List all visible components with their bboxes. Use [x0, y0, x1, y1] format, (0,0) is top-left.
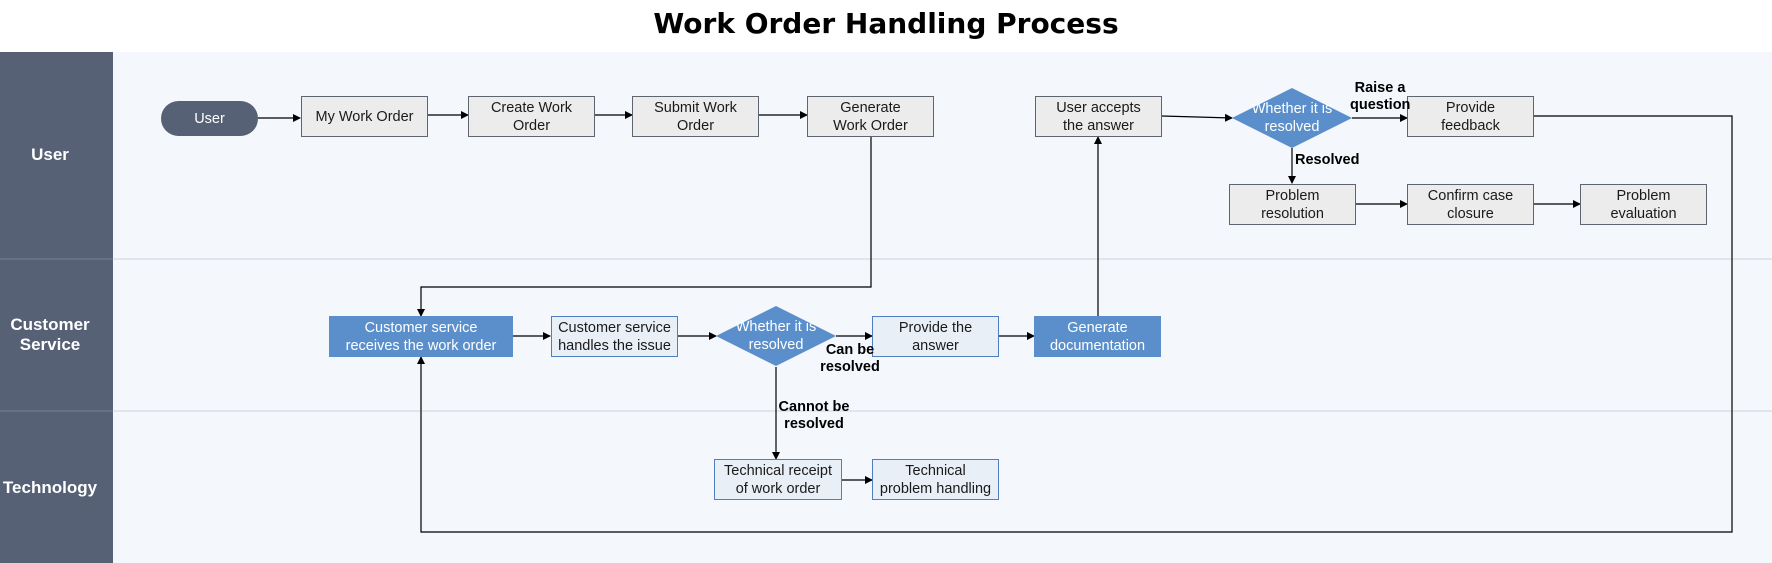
decision-diamond-shape — [1232, 88, 1352, 148]
diagram-title: Work Order Handling Process — [653, 7, 1119, 40]
technical-handling-step[interactable]: Technical problem handling — [872, 459, 999, 500]
generate-work-order-step[interactable]: Generate Work Order — [807, 96, 934, 137]
provide-answer-step[interactable]: Provide the answer — [872, 316, 999, 357]
edge-label-can-be-resolved: Can be resolved — [820, 342, 880, 375]
cs-decision-label: Whether it is resolved — [735, 319, 817, 353]
technical-receipt-step[interactable]: Technical receipt of work order — [714, 459, 842, 500]
submit-work-order-step[interactable]: Submit Work Order — [632, 96, 759, 137]
lane-label-customer-service: Customer Service — [10, 315, 90, 354]
user-start-terminal[interactable]: User — [161, 101, 258, 136]
edge-label-cannot-be-resolved: Cannot be resolved — [778, 399, 850, 432]
lane-header-column — [0, 52, 113, 563]
cs-receives-work-order-step[interactable]: Customer service receives the work order — [329, 316, 513, 357]
cs-handles-issue-step[interactable]: Customer service handles the issue — [551, 316, 678, 357]
edge-feedback-loop-to-cs-receives — [417, 115, 1733, 533]
edge-generate-to-cs-receives — [417, 137, 872, 317]
problem-resolution-step[interactable]: Problem resolution — [1229, 184, 1356, 225]
user-resolved-decision[interactable]: Whether it is resolved — [1232, 88, 1352, 148]
problem-evaluation-step[interactable]: Problem evaluation — [1580, 184, 1707, 225]
user-decision-label: Whether it is resolved — [1251, 101, 1333, 135]
provide-feedback-step[interactable]: Provide feedback — [1407, 96, 1534, 137]
generate-documentation-step[interactable]: Generate documentation — [1034, 316, 1161, 357]
confirm-case-closure-step[interactable]: Confirm case closure — [1407, 184, 1534, 225]
user-accepts-answer-step[interactable]: User accepts the answer — [1035, 96, 1162, 137]
create-work-order-step[interactable]: Create Work Order — [468, 96, 595, 137]
cs-resolved-decision[interactable]: Whether it is resolved — [716, 306, 836, 366]
decision-diamond-shape — [716, 306, 836, 366]
edge-label-resolved: Resolved — [1295, 152, 1360, 168]
lane-label-technology: Technology — [2, 477, 98, 497]
my-work-order-step[interactable]: My Work Order — [301, 96, 428, 137]
lane-label-user: User — [31, 145, 69, 164]
edge-label-raise-question: Raise a question — [1350, 80, 1411, 113]
edge-user-accepts-to-decision — [1161, 113, 1233, 122]
